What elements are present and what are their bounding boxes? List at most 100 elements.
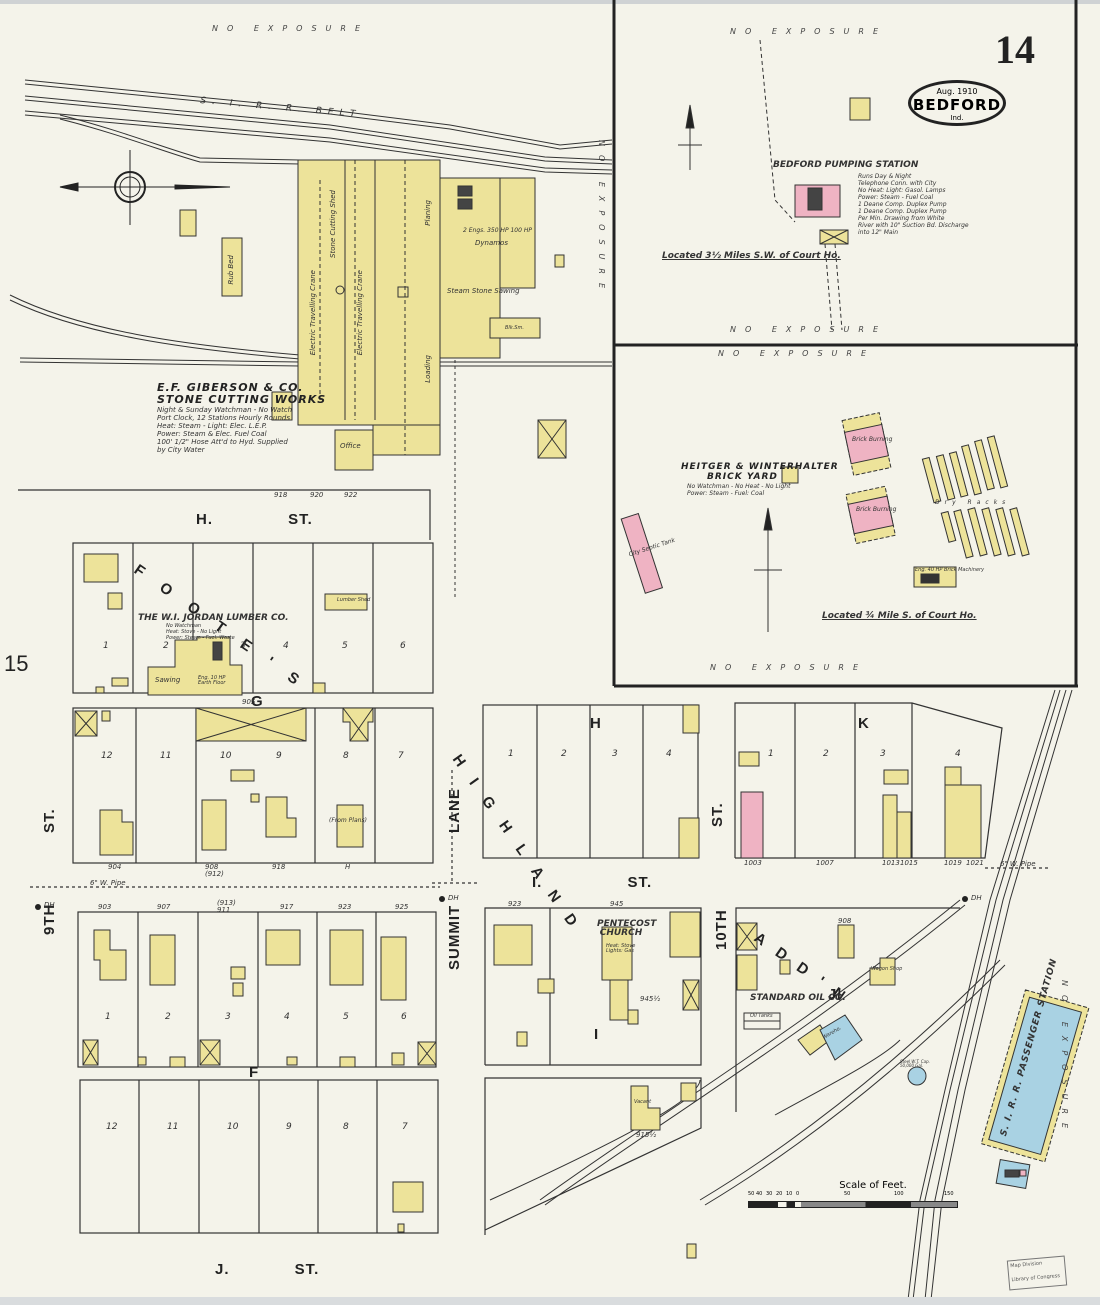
address-number: 918: [272, 863, 286, 871]
lot-number: 3: [240, 641, 246, 651]
street-label-j: J. ST.: [215, 1261, 320, 1278]
room-label: Sawing: [155, 676, 181, 684]
dry-racks-label: Dry Racks: [935, 499, 1011, 506]
water-tank-label: Steel W.T. Cap. 50,000 Gal.: [900, 1059, 930, 1068]
address-number: 1003: [744, 859, 762, 867]
scale-ticks: 50 40 30 20 10 0 50 100 150: [748, 1191, 954, 1197]
room-label: Steam Stone Sawing: [447, 287, 520, 295]
no-exposure-label: NO EXPOSURE: [730, 325, 888, 334]
block-letter-g: G: [251, 693, 264, 710]
lot-number: 6: [401, 1012, 407, 1022]
room-label: Lumber Shed: [337, 597, 371, 603]
room-label: Blk.Sm.: [505, 325, 524, 331]
stone-works-name: E.F. GIBERSON & CO.: [157, 381, 304, 394]
address-number: 904: [108, 863, 122, 871]
address-number: 925: [395, 903, 409, 911]
room-label: 2 Engs. 350 HP 100 HP: [463, 227, 532, 234]
lot-number: 1: [768, 749, 774, 759]
lot-number: 5: [343, 1012, 349, 1022]
block-letter-f: F: [249, 1064, 260, 1081]
sheet-number: 14: [995, 27, 1035, 72]
address-number: 1007: [816, 859, 834, 867]
lot-number: 12: [106, 1122, 118, 1132]
address-number: 1021: [966, 859, 984, 867]
scale-title: Scale of Feet.: [839, 1180, 907, 1191]
street-label-i: I. ST.: [532, 874, 653, 891]
water-pipe-label: 6" W. Pipe: [90, 879, 126, 887]
pumping-station-name: BEDFORD PUMPING STATION: [773, 160, 919, 170]
title-cartouche: Aug. 1910 BEDFORD Ind.: [908, 80, 1006, 126]
water-pipe-label: 6" W. Pipe: [1000, 860, 1036, 868]
title-city: BEDFORD: [912, 96, 1002, 114]
shed-label: Electric Travelling Crane: [309, 270, 317, 356]
vacant-label: Vacant: [634, 1099, 652, 1105]
lot-number: 8: [343, 751, 349, 761]
block-letter-h: H: [590, 715, 602, 732]
hydrant-label: DH: [971, 894, 982, 902]
address-number: 917: [280, 903, 294, 911]
stone-works-notes: Night & Sunday Watchman - No Watch Port …: [157, 406, 293, 454]
block-letter-i: I: [594, 1026, 600, 1043]
lot-number: 6: [400, 641, 406, 651]
street-label-10th: 10TH: [713, 909, 730, 950]
lot-number: 4: [284, 1012, 290, 1022]
lot-number: 1: [508, 749, 514, 759]
scan-edge-top: [0, 0, 1100, 4]
address-number: 908: [838, 917, 852, 925]
street-label-h: H. ST.: [196, 511, 313, 528]
oil-tanks-label: Oil Tanks: [750, 1013, 773, 1019]
address-number: 1013: [882, 859, 900, 867]
lot-number: 4: [283, 641, 289, 651]
address-number: H: [345, 863, 351, 871]
room-label: Office: [340, 442, 361, 450]
brick-yard-name: HEITGER & WINTERHALTER: [681, 462, 839, 472]
address-number: 905: [242, 698, 256, 706]
shed-label: Planing: [424, 200, 432, 226]
adjacent-sheet-number: 15: [4, 651, 29, 676]
lot-number: 10: [220, 751, 232, 761]
address-number: 920: [310, 491, 324, 499]
scan-edge-bottom: [0, 1297, 1100, 1305]
no-exposure-label: NO EXPOSURE: [1060, 980, 1069, 1138]
address-number: 907: [157, 903, 171, 911]
block-outlines: [18, 489, 1050, 1235]
shed-label: Electric Travelling Crane: [356, 270, 364, 356]
scale-of-feet: Scale of Feet. 50 40 30 20 10 0 50 100 1…: [748, 1180, 958, 1208]
lot-number: 3: [880, 749, 886, 759]
no-exposure-label: NO EXPOSURE: [597, 140, 606, 298]
address-number: 922: [344, 491, 358, 499]
oil-and-station: [743, 989, 1090, 1190]
no-exposure-label: NO EXPOSURE: [710, 663, 868, 672]
lot-number: 7: [398, 751, 404, 761]
hydrant-icons: [35, 896, 968, 910]
address-number: (913) 911: [217, 899, 236, 914]
shed-label: Stone Cutting Shed: [329, 190, 337, 258]
street-label-st: ST.: [41, 808, 58, 833]
address-number: 915½: [636, 1131, 657, 1139]
room-label: Dynamos: [475, 239, 509, 247]
inset-frames: [612, 0, 1078, 688]
address-number: 1015: [900, 859, 918, 867]
room-label: Rub Bed: [227, 255, 235, 285]
lot-number: 9: [286, 1122, 292, 1132]
address-number: 903: [98, 903, 112, 911]
stone-works-buildings: [179, 159, 567, 600]
address-number: 908 (912): [205, 863, 224, 878]
no-exposure-label: NO EXPOSURE: [730, 27, 888, 36]
address-number: 945½: [640, 995, 661, 1003]
lot-number: 3: [612, 749, 618, 759]
title-date: Aug. 1910: [936, 87, 978, 96]
lot-number: 1: [105, 1012, 111, 1022]
lumber-company-name: THE W.I. JORDAN LUMBER CO.: [138, 613, 289, 623]
no-exposure-label: NO EXPOSURE: [212, 24, 370, 33]
lumber-notes: No Watchman Heat: Stove - No Light Power…: [166, 623, 235, 641]
brick-yard-location: Located ¾ Mile S. of Court Ho.: [822, 611, 977, 621]
railroad-belt: [9, 79, 613, 367]
address-number: 923: [508, 900, 522, 908]
lot-number: 3: [225, 1012, 231, 1022]
brick-machinery-label: Eng. 40 HP Brick Machinery: [915, 567, 985, 573]
standard-oil-label: STANDARD OIL CO.: [750, 993, 846, 1003]
from-plans-label: (From Plans): [329, 817, 367, 824]
